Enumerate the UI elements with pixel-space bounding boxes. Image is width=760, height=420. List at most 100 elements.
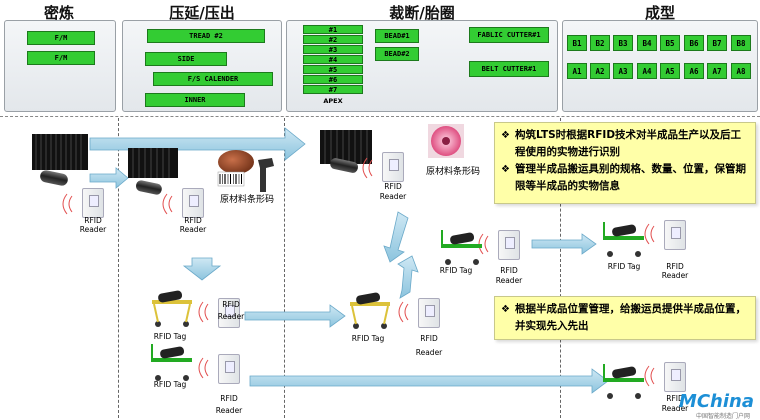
watermark-logo: MChina <box>678 391 754 412</box>
building-a3: A3 <box>613 63 633 79</box>
section-title-building: 成型 <box>644 4 675 22</box>
raw-barcode-label-calender: 原材料条形码 <box>220 195 275 205</box>
station-tread: TREAD #2 <box>147 29 265 43</box>
section-title-calender: 压延/压出 <box>169 4 235 22</box>
rfid-tag-label-calender-2: RFID Tag <box>153 380 187 389</box>
cart-icon-building-1 <box>603 222 644 257</box>
building-b2: B2 <box>590 35 610 51</box>
building-b4: B4 <box>637 35 657 51</box>
apex-box-2: #2 <box>303 35 363 44</box>
building-b8: B8 <box>731 35 751 51</box>
apex-box-7: #7 <box>303 85 363 94</box>
station-bead-1: BEAD#1 <box>375 29 419 43</box>
reader-label-calender-cart2: Reader <box>215 406 243 415</box>
apex-box-3: #3 <box>303 45 363 54</box>
apex-group: #1 #2 #3 #4 #5 #6 #7 APEX <box>299 25 367 105</box>
apex-label: APEX <box>323 97 343 105</box>
note-bottom-text-1: 根据半成品位置管理，给搬运员提供半成品位置，并实现先入先出 <box>515 303 746 332</box>
reader-label-cutting-storage: Reader <box>415 348 443 357</box>
reader-label-mixing: Reader <box>79 225 107 234</box>
arrow-calender-down <box>182 257 222 281</box>
note-top: ❖ 构筑LTS时根据RFID技术对半成品生产以及后工程使用的实物进行识别 ❖ 管… <box>494 122 756 204</box>
panel-building: B1 B2 B3 B4 B5 B6 B7 B8 A1 A2 A3 A4 A5 A… <box>562 20 758 112</box>
rfid-label-cutting: RFID <box>384 182 402 191</box>
arrow-cutting-down <box>383 211 409 263</box>
section-title-cutting: 裁断/胎圈 <box>389 4 455 22</box>
mixer-machine-icon <box>32 134 88 186</box>
rfid-label-calender-cart1: RFID <box>222 300 240 309</box>
rfid-reader-mixing <box>82 188 104 218</box>
station-belt-cutter: BELT CUTTER#1 <box>469 61 549 77</box>
rfid-reader-cutting-storage <box>418 298 440 328</box>
arrow-mixing-to-calender <box>89 167 129 189</box>
reader-label-building-1: Reader <box>661 271 689 280</box>
bullet-icon: ❖ <box>501 304 510 315</box>
mixer-box-2: F/M <box>27 51 95 65</box>
rfid-reader-cutting <box>382 152 404 182</box>
station-inner: INNER <box>145 93 245 107</box>
building-a6: A6 <box>684 63 704 79</box>
rfid-tag-label-cutting: RFID Tag <box>439 266 473 275</box>
mixer-box-1: F/M <box>27 31 95 45</box>
building-a5: A5 <box>660 63 680 79</box>
station-side: SIDE <box>145 52 227 66</box>
cart-icon-calender-2 <box>151 344 192 381</box>
barcode-scanner-icon <box>258 158 274 192</box>
rfid-label-mixing: RFID <box>84 216 102 225</box>
panel-calender: TREAD #2 SIDE F/S CALENDER INNER <box>122 20 282 112</box>
vertical-divider-3 <box>560 118 561 418</box>
cart-icon-cutting-storage <box>350 292 390 329</box>
building-b5: B5 <box>660 35 680 51</box>
apex-box-1: #1 <box>303 25 363 34</box>
rfid-tag-label-building-1: RFID Tag <box>607 262 641 271</box>
cart-icon-cutting <box>441 230 482 265</box>
rfid-tag-label-cutting-storage: RFID Tag <box>351 334 385 343</box>
rfid-reader-building-1 <box>664 220 686 250</box>
building-a2: A2 <box>590 63 610 79</box>
building-a4: A4 <box>637 63 657 79</box>
watermark-subtitle: 中国智能制造门户网 <box>695 413 750 420</box>
arrow-mixing-to-cutting <box>89 127 306 161</box>
panel-mixing: F/M F/M <box>4 20 116 112</box>
horizontal-divider <box>0 116 760 117</box>
building-row-b: B1 B2 B3 B4 B5 B6 B7 B8 <box>567 35 755 53</box>
section-title-mixing: 密炼 <box>43 4 74 22</box>
calender-machine-icon <box>128 148 178 195</box>
arrow-calender-to-cutting <box>244 304 346 328</box>
panel-cutting: #1 #2 #3 #4 #5 #6 #7 APEX BEAD#1 BEAD#2 … <box>286 20 558 112</box>
building-a1: A1 <box>567 63 587 79</box>
building-row-a: A1 A2 A3 A4 A5 A6 A7 A8 <box>567 63 755 81</box>
rfid-label-calender: RFID <box>184 216 202 225</box>
rfid-reader-calender-cart2 <box>218 354 240 384</box>
building-a8: A8 <box>731 63 751 79</box>
rfid-label-building-2: RFID <box>666 394 684 403</box>
note-bottom: ❖ 根据半成品位置管理，给搬运员提供半成品位置，并实现先入先出 <box>494 296 756 340</box>
rfid-reader-cutting-cart <box>498 230 520 260</box>
station-fs-calender: F/S CALENDER <box>153 72 273 86</box>
cutting-machine-icon <box>320 130 372 173</box>
arrow-bottom-long <box>249 368 609 394</box>
note-top-line-1: ❖ 构筑LTS时根据RFID技术对半成品生产以及后工程使用的实物进行识别 <box>501 127 749 161</box>
vertical-divider-1 <box>118 118 119 418</box>
material-spool-icon <box>428 124 464 158</box>
rfid-tag-label-calender-1: RFID Tag <box>153 332 187 341</box>
building-a7: A7 <box>707 63 727 79</box>
apex-box-5: #5 <box>303 65 363 74</box>
rfid-reader-calender <box>182 188 204 218</box>
rfid-label-cutting-cart: RFID <box>500 266 518 275</box>
raw-material-icon <box>218 150 254 174</box>
reader-label-building-2: Reader <box>661 404 689 413</box>
reader-label-calender: Reader <box>179 225 207 234</box>
reader-label-cutting: Reader <box>379 192 407 201</box>
arrow-cutting-to-building <box>531 233 597 255</box>
bullet-icon: ❖ <box>501 164 510 175</box>
building-b3: B3 <box>613 35 633 51</box>
rfid-reader-building-2 <box>664 362 686 392</box>
note-top-text-1: 构筑LTS时根据RFID技术对半成品生产以及后工程使用的实物进行识别 <box>515 129 742 158</box>
note-top-line-2: ❖ 管理半成品搬运具别的规格、数量、位置，保管期限等半成品的实物信息 <box>501 161 749 195</box>
rfid-waves <box>62 157 655 387</box>
cart-icon-calender-1 <box>152 290 192 327</box>
station-bead-2: BEAD#2 <box>375 47 419 61</box>
vertical-divider-2 <box>284 118 285 418</box>
